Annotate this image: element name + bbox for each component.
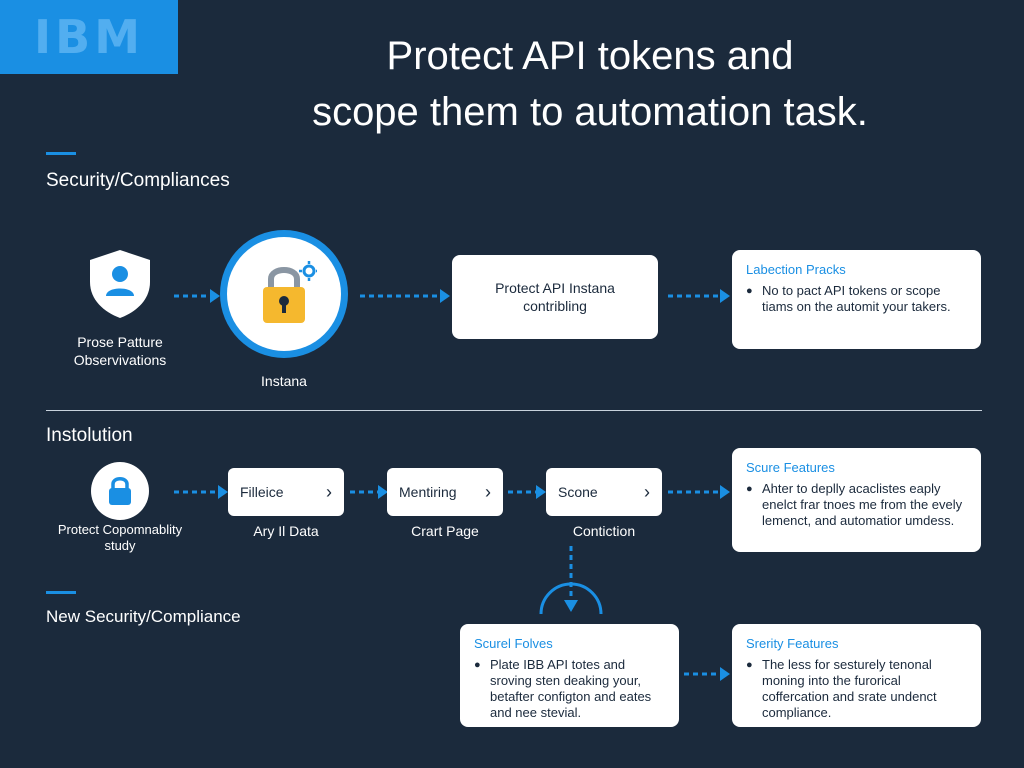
flow-arrow (508, 485, 546, 499)
title-line-2: scope them to automation task. (312, 90, 868, 134)
step-label: Scone (558, 484, 598, 500)
lock-gear-icon (263, 261, 317, 323)
info-title: Srerity Features (746, 636, 839, 651)
section-divider (46, 410, 982, 411)
lock-label: Protect Copomnablity study (57, 522, 183, 553)
info-box-scure-features: Scure Features ● Ahter to deplly acaclis… (732, 448, 981, 552)
chevron-right-icon: › (644, 481, 650, 502)
info-text: No to pact API tokens or scope tiams on … (762, 283, 951, 314)
ibm-logo: IBM (0, 0, 178, 74)
info-text: Plate IBB API totes and sroving sten dea… (490, 657, 652, 720)
info-box-srerity-features: Srerity Features ● The less for sesturel… (732, 624, 981, 727)
chevron-right-icon: › (485, 481, 491, 502)
step-label: Filleice (240, 484, 284, 500)
chevron-right-icon: › (326, 481, 332, 502)
flow-arrow (684, 667, 730, 681)
flow-arrow (350, 485, 388, 499)
info-box-labection: Labection Pracks ● No to pact API tokens… (732, 250, 981, 349)
step-caption: Contiction (572, 523, 636, 539)
protect-api-box: Protect API Instana contribling (452, 255, 658, 339)
down-flow-arrow (539, 546, 603, 615)
page-title: Protect API tokens and scope them to aut… (200, 28, 980, 140)
shield-user-icon (90, 250, 150, 318)
step-mentiring[interactable]: Mentiring › (387, 468, 503, 516)
shield-label: Prose Patture Observivations (73, 334, 167, 368)
info-box-scurel-folves: Scurel Folves ● Plate IBB API totes and … (460, 624, 679, 727)
flow-arrow (360, 289, 450, 303)
protect-api-box-text: Protect API Instana contribling (495, 280, 615, 314)
info-title: Scure Features (746, 460, 835, 475)
section-accent-bar (46, 591, 76, 594)
flow-arrow (668, 289, 730, 303)
flow-arrow (668, 485, 730, 499)
logo-text: IBM (34, 10, 144, 64)
section-label-new-security: New Security/Compliance (46, 607, 241, 626)
title-line-1: Protect API tokens and (386, 34, 794, 78)
section-label-security: Security/Compliances (46, 170, 230, 191)
info-text: The less for sesturely tenonal moning in… (762, 657, 937, 720)
flow-arrow (174, 485, 228, 499)
step-label: Mentiring (399, 484, 457, 500)
instana-label: Instana (261, 373, 307, 389)
section-accent-bar (46, 152, 76, 155)
flow-arrow (174, 289, 220, 303)
info-text: Ahter to deplly acaclistes eaply enelct … (762, 481, 963, 528)
step-filleice[interactable]: Filleice › (228, 468, 344, 516)
instana-node (220, 230, 348, 358)
lock-node (91, 462, 149, 520)
lock-icon (109, 477, 131, 505)
step-scone[interactable]: Scone › (546, 468, 662, 516)
step-caption: Crart Page (411, 523, 479, 539)
info-title: Scurel Folves (474, 636, 553, 651)
step-caption: Ary Il Data (253, 523, 319, 539)
info-title: Labection Pracks (746, 262, 846, 277)
section-label-instolution: Instolution (46, 425, 133, 446)
